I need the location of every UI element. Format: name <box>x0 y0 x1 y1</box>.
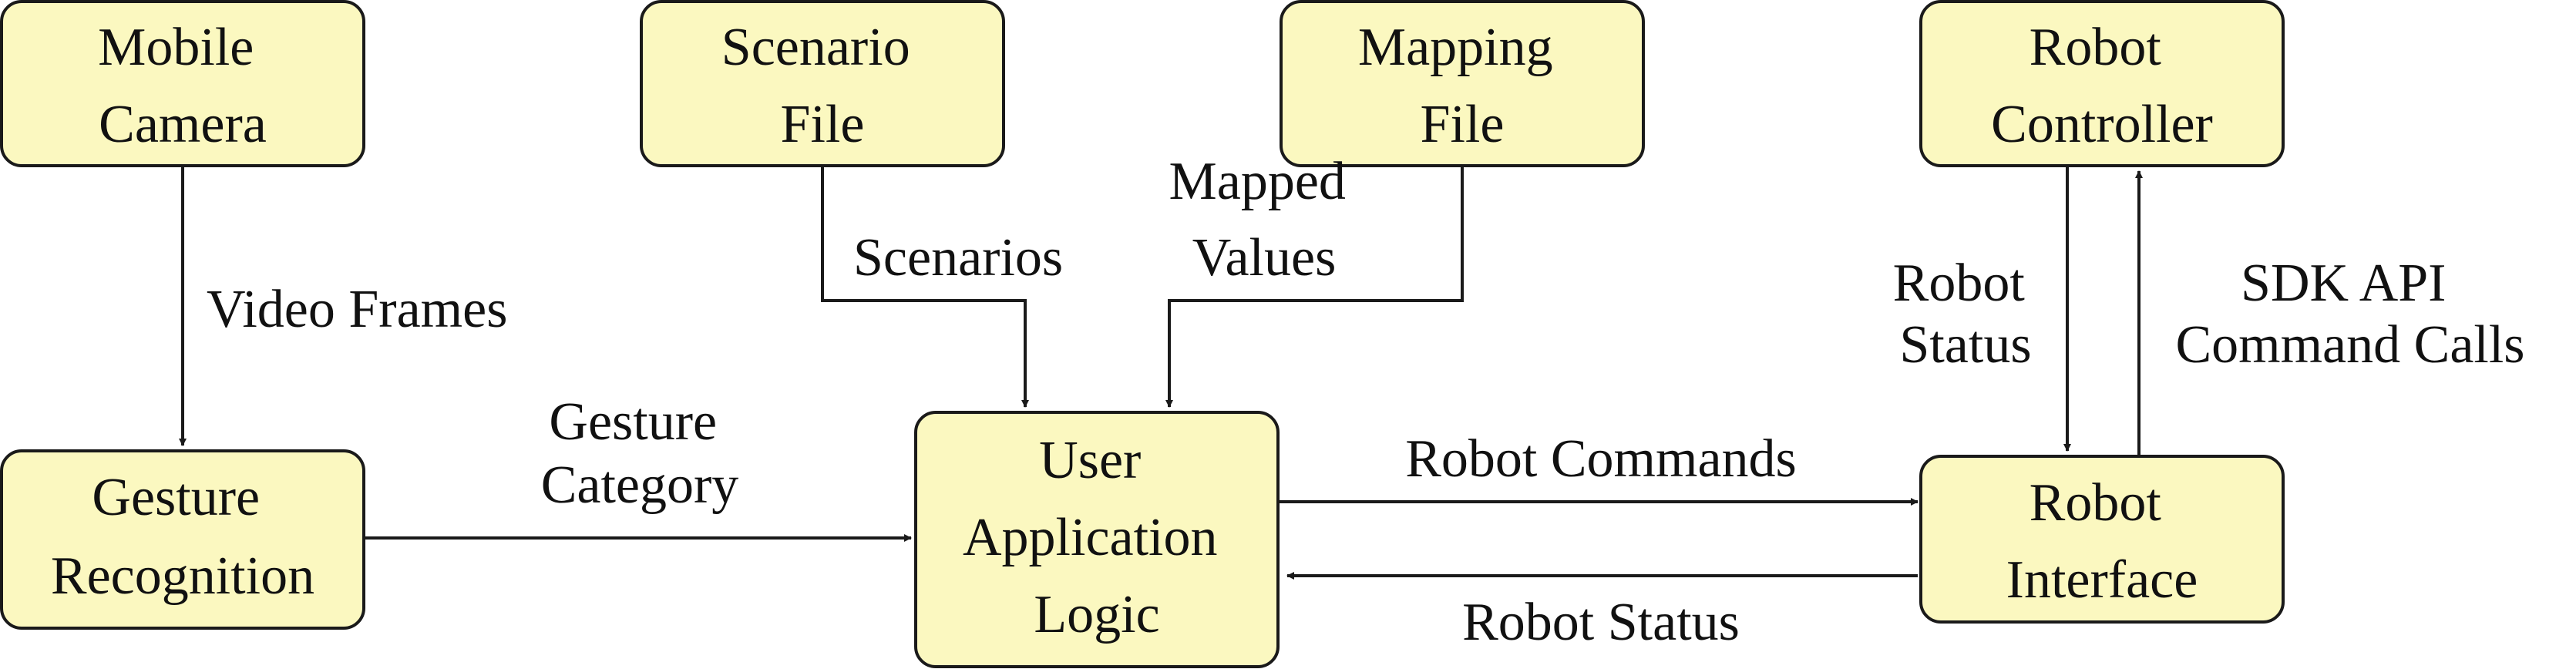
node-robot-controller: Robot Controller <box>1919 0 2285 167</box>
node-scenario-file-label: Scenario File <box>721 18 923 154</box>
node-scenario-file: Scenario File <box>640 0 1005 167</box>
edge-label-sdk-api: SDK API Command Calls <box>2175 254 2524 375</box>
node-mapping-file-label: Mapping File <box>1358 18 1566 154</box>
node-robot-interface: Robot Interface <box>1919 455 2285 624</box>
edge-scenarios <box>821 166 1029 408</box>
edges <box>179 166 2143 580</box>
edge-label-scenarios: Scenarios <box>853 228 1063 287</box>
node-mobile-camera: Mobile Camera <box>0 0 365 167</box>
node-mobile-camera-label: Mobile Camera <box>98 18 267 154</box>
node-user-application-logic-label: User Application Logic <box>963 431 1231 644</box>
node-robot-controller-label: Robot Controller <box>1991 18 2213 154</box>
node-gesture-recognition-label: Gesture Recognition <box>51 468 314 606</box>
node-user-application-logic: User Application Logic <box>914 411 1280 668</box>
edge-label-mapped-values: Mapped Values <box>1169 152 1360 287</box>
node-mapping-file: Mapping File <box>1280 0 1645 167</box>
edge-mapped-values <box>1165 166 1464 408</box>
edge-label-gesture-category: Gesture Category <box>541 392 739 515</box>
edge-label-video-frames: Video Frames <box>207 280 507 339</box>
node-robot-interface-label: Robot Interface <box>2006 473 2198 610</box>
edge-label-robot-status-vertical: Robot Status <box>1893 254 2039 375</box>
node-gesture-recognition: Gesture Recognition <box>0 449 365 630</box>
edge-label-robot-status-bottom: Robot Status <box>1462 593 1740 652</box>
edge-label-robot-commands: Robot Commands <box>1405 429 1797 489</box>
